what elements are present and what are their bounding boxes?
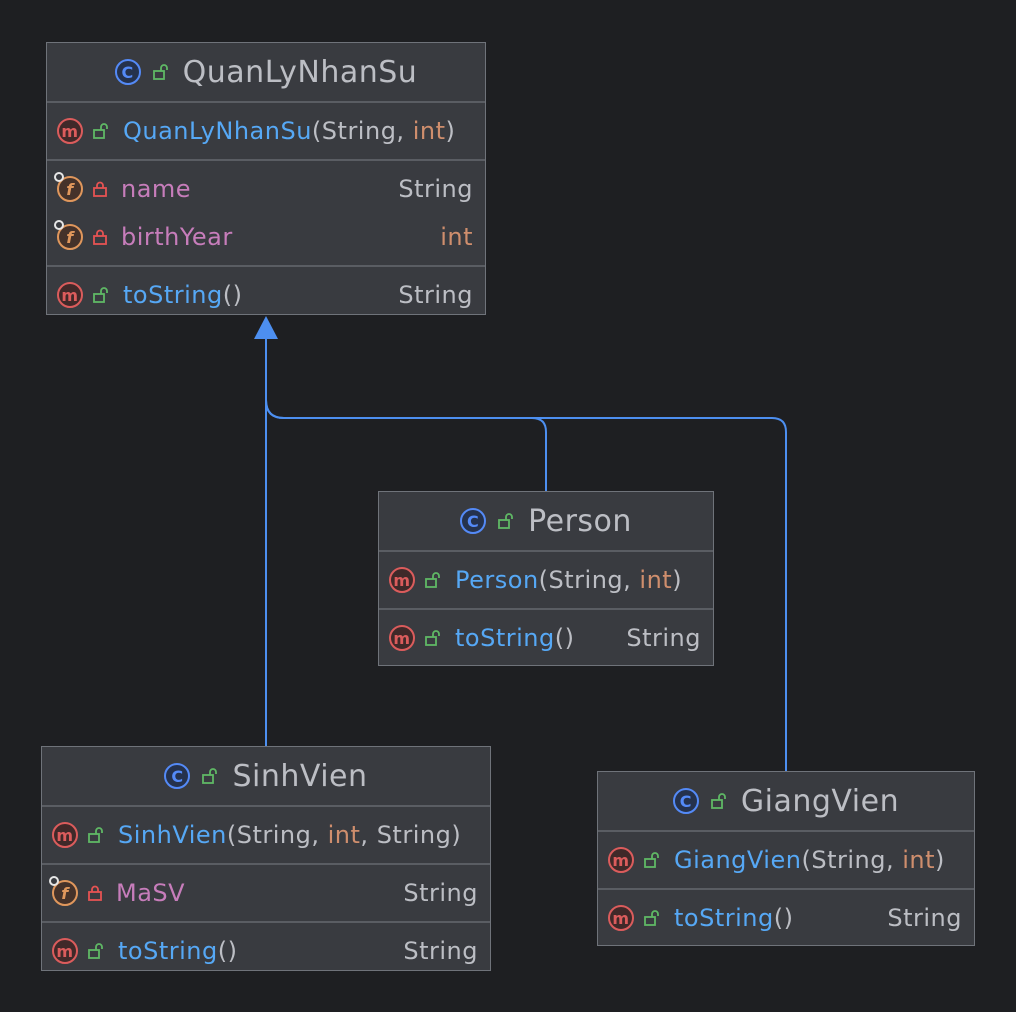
constructor-signature: GiangVien(String, int) <box>674 846 945 874</box>
method-icon: m <box>389 567 415 593</box>
method-row[interactable]: m toString() String <box>379 614 713 662</box>
public-access-icon <box>498 513 513 529</box>
field-row[interactable]: f MaSV String <box>42 869 490 917</box>
class-header: C SinhVien <box>42 747 490 807</box>
fields-section: f MaSV String <box>42 865 490 923</box>
field-icon: f <box>54 220 83 250</box>
method-row[interactable]: m toString() String <box>47 271 485 319</box>
constructors-section: m GiangVien(String, int) <box>598 832 974 890</box>
public-access-icon <box>644 910 659 926</box>
method-icon: m <box>52 822 78 848</box>
methods-section: m toString() String <box>47 267 485 323</box>
public-access-icon <box>93 123 108 139</box>
constructors-section: m Person(String, int) <box>379 552 713 610</box>
field-type: String <box>403 879 478 907</box>
method-row[interactable]: m toString() String <box>42 927 490 975</box>
fields-section: f name String f birthYear int <box>47 161 485 267</box>
public-access-icon <box>88 943 103 959</box>
method-icon: m <box>57 282 83 308</box>
public-access-icon <box>425 630 440 646</box>
class-name: Person <box>528 503 632 539</box>
method-icon: m <box>389 625 415 651</box>
private-lock-icon <box>88 885 102 901</box>
constructor-signature: Person(String, int) <box>455 566 683 594</box>
method-signature: toString() <box>455 624 575 652</box>
return-type: String <box>398 281 473 309</box>
constructors-section: m QuanLyNhanSu(String, int) <box>47 103 485 161</box>
method-signature: toString() <box>123 281 243 309</box>
method-signature: toString() <box>674 904 794 932</box>
field-row[interactable]: f birthYear int <box>47 213 485 261</box>
inheritance-arrowhead <box>254 316 278 339</box>
method-icon: m <box>608 847 634 873</box>
method-icon: m <box>57 118 83 144</box>
class-icon: C <box>672 788 699 814</box>
class-icon: C <box>164 763 191 789</box>
class-name: GiangVien <box>740 783 900 819</box>
class-node-giangvien[interactable]: C GiangVien m GiangVien(String, int) m <box>597 771 975 946</box>
class-header: C GiangVien <box>598 772 974 832</box>
public-access-icon <box>710 793 726 809</box>
class-icon: C <box>460 508 487 534</box>
return-type: String <box>403 937 478 965</box>
private-lock-icon <box>93 181 107 197</box>
constructor-row[interactable]: m QuanLyNhanSu(String, int) <box>47 107 485 155</box>
public-access-icon <box>425 572 440 588</box>
method-icon: m <box>52 938 78 964</box>
class-name: SinhVien <box>232 758 368 794</box>
constructor-row[interactable]: m SinhVien(String, int, String) <box>42 811 490 859</box>
class-icon: C <box>114 59 141 85</box>
methods-section: m toString() String <box>42 923 490 979</box>
field-name: birthYear <box>121 223 233 251</box>
public-access-icon <box>202 768 218 784</box>
return-type: String <box>626 624 701 652</box>
class-node-quanlynhansu[interactable]: C QuanLyNhanSu m QuanLyNhanSu(String, in… <box>46 42 486 315</box>
constructor-row[interactable]: m Person(String, int) <box>379 556 713 604</box>
class-name: QuanLyNhanSu <box>182 54 418 90</box>
edge-person-to-quanlynhansu <box>265 338 547 491</box>
public-access-icon <box>644 852 659 868</box>
method-icon: m <box>608 905 634 931</box>
class-node-sinhvien[interactable]: C SinhVien m SinhVien(String, int, Strin… <box>41 746 491 971</box>
field-name: name <box>121 175 192 203</box>
public-access-icon <box>88 827 103 843</box>
methods-section: m toString() String <box>598 890 974 946</box>
public-access-icon <box>93 287 108 303</box>
constructor-signature: SinhVien(String, int, String) <box>118 821 462 849</box>
constructor-signature: QuanLyNhanSu(String, int) <box>123 117 456 145</box>
method-signature: toString() <box>118 937 238 965</box>
field-type: String <box>398 175 473 203</box>
field-icon: f <box>54 172 83 202</box>
field-type: int <box>440 223 473 251</box>
class-header: C Person <box>379 492 713 552</box>
constructor-row[interactable]: m GiangVien(String, int) <box>598 836 974 884</box>
field-name: MaSV <box>116 879 186 907</box>
field-icon: f <box>49 876 78 906</box>
return-type: String <box>887 904 962 932</box>
field-row[interactable]: f name String <box>47 165 485 213</box>
public-access-icon <box>152 64 168 80</box>
private-lock-icon <box>93 229 107 245</box>
constructors-section: m SinhVien(String, int, String) <box>42 807 490 865</box>
class-header: C QuanLyNhanSu <box>47 43 485 103</box>
class-node-person[interactable]: C Person m Person(String, int) m <box>378 491 714 666</box>
methods-section: m toString() String <box>379 610 713 666</box>
method-row[interactable]: m toString() String <box>598 894 974 942</box>
edge-giangvien-to-quanlynhansu <box>265 338 787 771</box>
